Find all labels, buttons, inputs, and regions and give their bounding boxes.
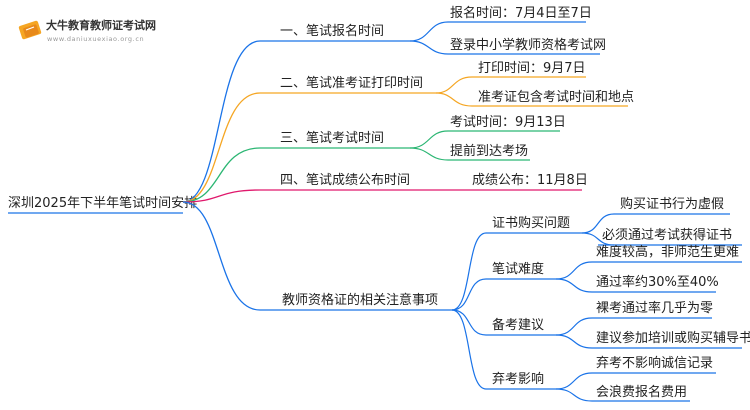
leaf-label: 登录中小学教师资格考试网 bbox=[450, 37, 606, 53]
leaf-label: 必须通过考试获得证书 bbox=[602, 227, 732, 243]
leaf-label: 报名时间：7月4日至7日 bbox=[450, 5, 592, 21]
branch-admission-ticket: 二、笔试准考证打印时间 打印时间：9月7日 准考证包含考试时间和地点 bbox=[260, 61, 634, 107]
subbranch-label: 证书购买问题 bbox=[492, 215, 570, 231]
logo-title: 大牛教育教师证考试网 bbox=[46, 18, 156, 32]
leaf-label: 建议参加培训或购买辅导书 bbox=[596, 330, 750, 346]
subbranch-difficulty: 笔试难度 难度较高，非师范生更难 通过率约30%至40% bbox=[486, 244, 742, 293]
leaf-label: 会浪费报名费用 bbox=[596, 384, 687, 400]
branch-registration: 一、笔试报名时间 报名时间：7月4日至7日 登录中小学教师资格考试网 bbox=[260, 5, 606, 55]
branch-results: 四、笔试成绩公布时间 成绩公布：11月8日 bbox=[260, 172, 588, 191]
root-connectors bbox=[182, 40, 261, 311]
leaf-label: 购买证书行为虚假 bbox=[620, 196, 724, 212]
leaf-label: 打印时间：9月7日 bbox=[478, 61, 586, 76]
root-label: 深圳2025年下半年笔试时间安排 bbox=[8, 195, 197, 211]
leaf-label: 成绩公布：11月8日 bbox=[472, 173, 588, 188]
root-node: 深圳2025年下半年笔试时间安排 bbox=[8, 195, 197, 214]
book-icon bbox=[18, 20, 42, 40]
subbranch-label: 笔试难度 bbox=[492, 261, 544, 277]
leaf-label: 弃考不影响诚信记录 bbox=[596, 355, 713, 371]
branch-label: 二、笔试准考证打印时间 bbox=[280, 75, 423, 91]
logo-url: www.daniuxuexiao.org.cn bbox=[47, 35, 144, 43]
site-logo[interactable]: 大牛教育教师证考试网 www.daniuxuexiao.org.cn bbox=[18, 18, 156, 43]
subbranch-absence-impact: 弃考影响 弃考不影响诚信记录 会浪费报名费用 bbox=[486, 355, 716, 402]
branch-label: 四、笔试成绩公布时间 bbox=[280, 172, 410, 188]
leaf-label: 难度较高，非师范生更难 bbox=[596, 244, 739, 260]
subbranch-label: 备考建议 bbox=[492, 317, 544, 333]
leaf-label: 准考证包含考试时间和地点 bbox=[478, 89, 634, 105]
branch-label: 一、笔试报名时间 bbox=[280, 23, 384, 39]
subbranch-certificate-purchase: 证书购买问题 购买证书行为虚假 必须通过考试获得证书 bbox=[486, 196, 742, 246]
leaf-label: 提前到达考场 bbox=[450, 143, 528, 159]
subbranch-prep-advice: 备考建议 裸考通过率几乎为零 建议参加培训或购买辅导书 bbox=[486, 300, 750, 349]
leaf-label: 通过率约30%至40% bbox=[596, 274, 719, 290]
leaf-label: 考试时间：9月13日 bbox=[450, 115, 566, 130]
branch-exam-time: 三、笔试考试时间 考试时间：9月13日 提前到达考场 bbox=[260, 115, 566, 161]
branch-notes: 教师资格证的相关注意事项 证书购买问题 购买证书行为虚假 必须通过考试获得证书 … bbox=[260, 196, 750, 402]
branch-label: 教师资格证的相关注意事项 bbox=[282, 292, 438, 308]
subbranch-label: 弃考影响 bbox=[492, 371, 544, 387]
branch-label: 三、笔试考试时间 bbox=[280, 130, 384, 146]
leaf-label: 裸考通过率几乎为零 bbox=[596, 300, 713, 316]
